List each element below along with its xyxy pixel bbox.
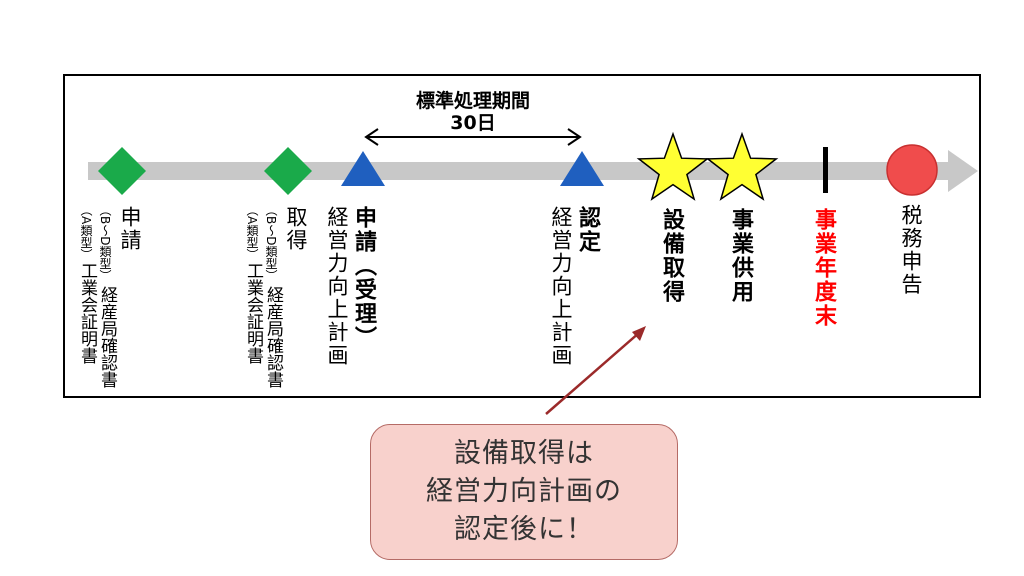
callout-line-3: 認定後に！ [454, 514, 594, 545]
callout-line-2: 経営力向計画の [426, 476, 622, 507]
acquire-bureau-cert: 経産局確認書 [263, 286, 283, 388]
plan-apply-sub: 経営力向上計画 [325, 206, 349, 367]
tax-circle-icon [886, 144, 938, 196]
plan-apply-triangle-icon [341, 151, 385, 186]
tax-label: 税務申告 [899, 204, 923, 296]
callout-box: 設備取得は 経営力向計画の 認定後に！ [370, 424, 678, 560]
apply-label: 申請 [118, 206, 142, 252]
plan-cert-label: 認定 [575, 206, 600, 254]
timeline-arrow [88, 150, 978, 192]
period-double-arrow [364, 128, 582, 146]
acquire-type-bd-note: （B～D類型） [264, 204, 278, 282]
equipment-label: 設備取得 [659, 208, 684, 304]
business-use-star-icon [705, 131, 779, 201]
apply-type-bd-note: （B～D類型） [98, 204, 112, 282]
acquire-diamond-icon [264, 147, 312, 195]
plan-apply-label: 申請（受理） [351, 206, 376, 350]
period-label: 標準処理期間 [415, 90, 530, 112]
acquire-type-a-note: （A類型） [245, 204, 259, 261]
days-label: 30日 [450, 112, 496, 134]
acquire-label: 取得 [284, 206, 308, 252]
plan-cert-sub: 経営力向上計画 [549, 206, 573, 367]
callout-pointer [545, 326, 646, 415]
fiscal-end-tick [823, 147, 828, 193]
acquire-industry-cert: 工業会証明書 [243, 262, 263, 364]
plan-cert-triangle-icon [560, 151, 604, 186]
fiscal-end-label: 事業年度末 [811, 208, 836, 328]
timeline-frame [63, 74, 981, 398]
business-use-label: 事業供用 [728, 208, 753, 304]
apply-industry-cert: 工業会証明書 [77, 262, 97, 364]
apply-bureau-cert: 経産局確認書 [97, 286, 117, 388]
callout-line-1: 設備取得は [454, 438, 594, 469]
apply-diamond-icon [98, 147, 146, 195]
equipment-star-icon [636, 131, 710, 201]
apply-type-a-note: （A類型） [79, 204, 93, 261]
